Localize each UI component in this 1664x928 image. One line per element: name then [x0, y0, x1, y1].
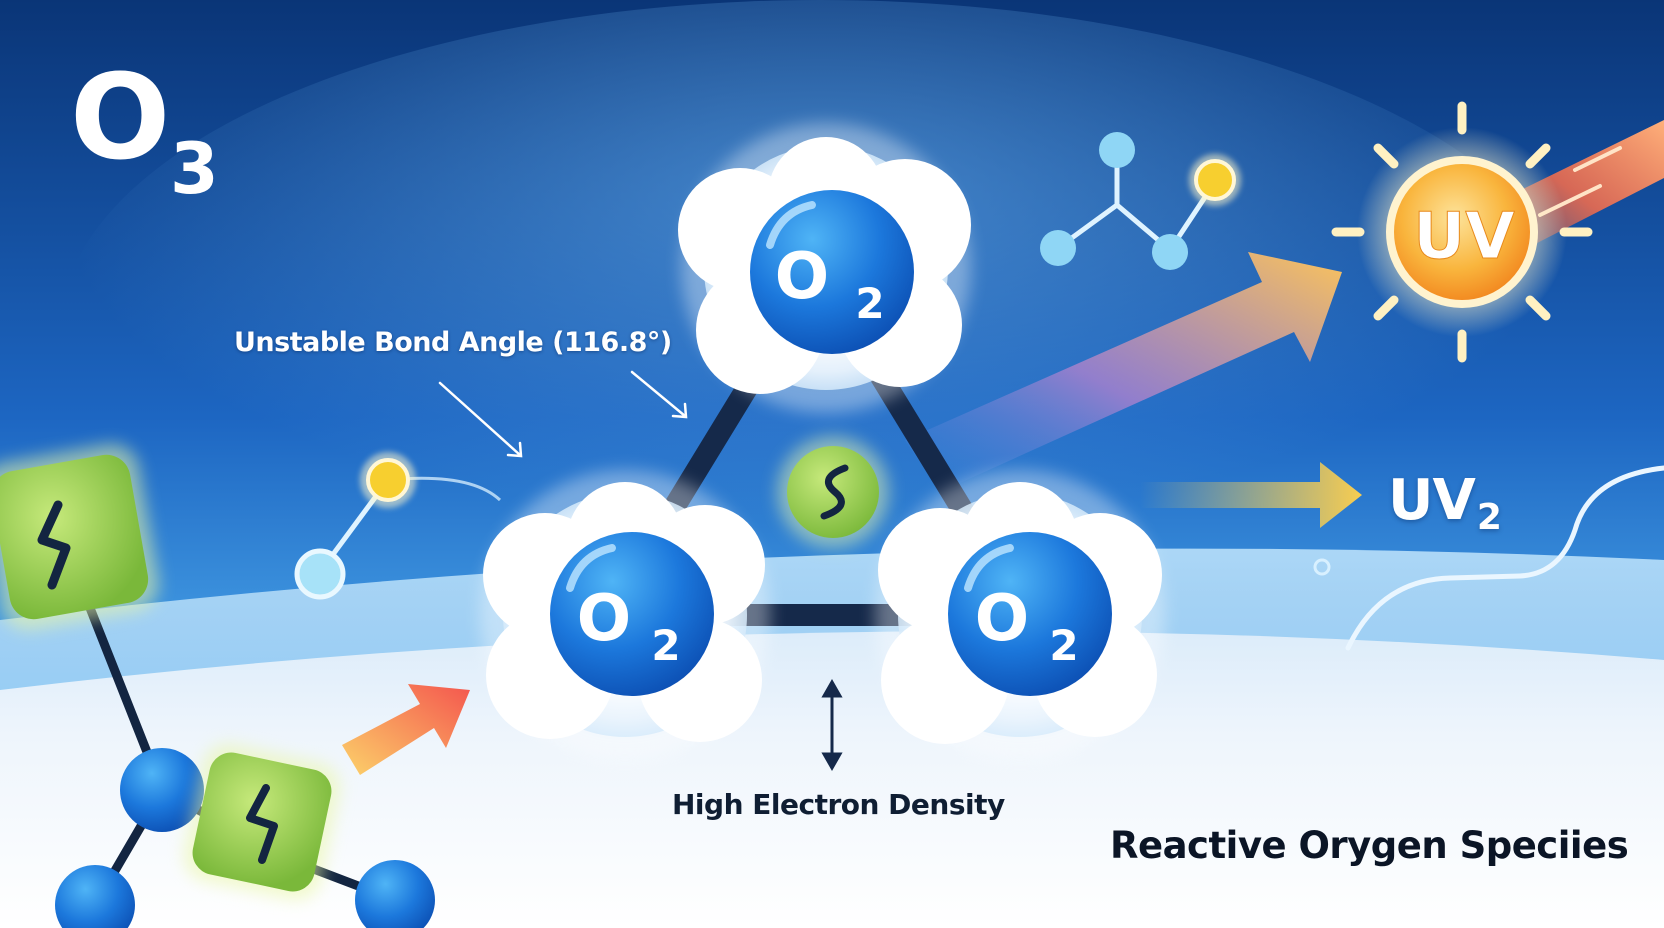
molecule-network — [55, 565, 435, 928]
oxygen-atom-right: O 2 — [948, 532, 1112, 696]
atom-sub-top: 2 — [855, 279, 884, 328]
atom-label-right: O — [975, 582, 1029, 656]
atom-label-top: O — [775, 240, 829, 314]
wave-line — [1345, 465, 1664, 651]
bond-angle-pointers — [438, 370, 688, 458]
uv-sun-icon — [1331, 101, 1593, 363]
green-block-left — [0, 443, 160, 631]
reactive-species-label: Reactive Orygen Speciies — [1110, 824, 1629, 867]
oxygen-atom-left: O 2 — [550, 532, 714, 696]
electron-density-label: High Electron Density — [672, 788, 1005, 821]
atom-label-left: O — [577, 582, 631, 656]
uv-sun-label: UV — [1413, 200, 1515, 274]
energy-arrow-large — [905, 252, 1342, 492]
small-bubble — [1313, 558, 1331, 576]
center-electron-icon — [777, 436, 889, 548]
title-formula-subscript: 3 — [170, 128, 219, 210]
uv2-main: UV — [1388, 468, 1476, 533]
oxygen-atom-top: O 2 — [750, 190, 914, 354]
green-block-bottom — [183, 743, 341, 901]
bond-angle-label: Unstable Bond Angle (116.8°) — [234, 327, 672, 358]
density-double-arrow — [821, 678, 843, 772]
uv2-arrow — [1140, 462, 1362, 528]
title-formula: O — [70, 48, 170, 186]
energy-arrow-small — [342, 684, 470, 775]
ground — [0, 631, 1664, 928]
atom-sub-right: 2 — [1049, 621, 1078, 670]
molecule-icon-left — [294, 452, 502, 600]
molecule-icon-top — [1040, 132, 1241, 270]
atom-sub-left: 2 — [651, 621, 680, 670]
uv2-label: UV2 — [1388, 468, 1502, 538]
uv2-subscript: 2 — [1476, 497, 1502, 538]
